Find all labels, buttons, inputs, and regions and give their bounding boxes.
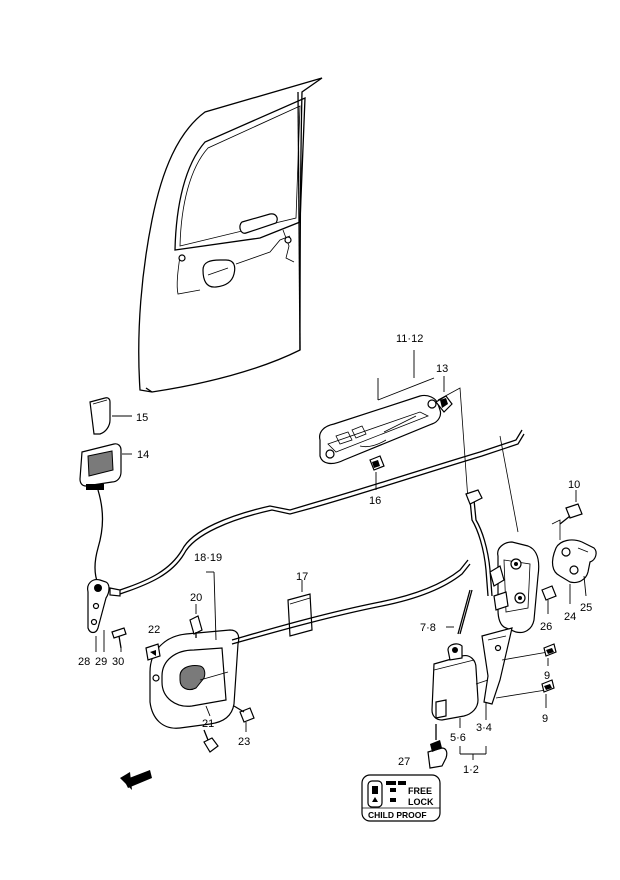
child-label-lock: LOCK	[408, 797, 434, 807]
part-label-26: 26	[540, 621, 552, 633]
part-13-clip	[435, 376, 453, 413]
part-label-25: 25	[580, 602, 592, 614]
child-label-free: FREE	[408, 786, 432, 796]
part-label-11-12: 11·12	[396, 333, 423, 345]
part-label-18-19: 18·19	[194, 552, 222, 564]
part-5-6-actuator	[431, 643, 489, 728]
part-1-2-bracket	[459, 746, 487, 760]
part-28-30-bell-crank	[87, 579, 127, 652]
part-10-bolt	[551, 490, 583, 540]
part-label-7-8: 7·8	[420, 622, 436, 634]
front-direction-arrow	[120, 770, 152, 790]
part-label-14: 14	[137, 449, 149, 461]
door-latch-assembly	[465, 489, 549, 720]
part-label-21: 21	[202, 718, 214, 730]
part-label-16: 16	[369, 495, 381, 507]
door-panel	[138, 77, 323, 393]
part-21-screw	[203, 705, 219, 753]
part-label-10: 10	[568, 479, 580, 491]
child-proof-label	[361, 774, 441, 822]
part-20-screw	[189, 604, 203, 638]
part-22-clip	[145, 643, 161, 661]
part-26-screw	[541, 585, 557, 614]
part-11-12-outer-handle	[319, 350, 442, 465]
part-number-labels: 11·12 13 15 14 16 10 18·19 17 20 22 7·8 …	[78, 333, 592, 820]
upper-link-rod	[119, 429, 525, 595]
part-label-9-upper: 9	[544, 670, 550, 682]
part-24-25-striker	[551, 539, 597, 604]
part-label-9-lower: 9	[542, 713, 548, 725]
part-label-17: 17	[296, 571, 308, 583]
part-label-3-4: 3·4	[476, 722, 492, 734]
part-label-30: 30	[112, 656, 124, 668]
child-label-footer: CHILD PROOF	[368, 810, 427, 820]
part-label-20: 20	[190, 592, 202, 604]
part-label-15: 15	[136, 412, 148, 424]
part-label-28: 28	[78, 656, 90, 668]
part-14-handle-bezel	[79, 443, 132, 490]
part-9-bolts	[541, 643, 557, 708]
part-23-screw	[233, 705, 255, 732]
part-label-22: 22	[148, 624, 160, 636]
part-label-1-2: 1·2	[463, 764, 479, 776]
part-15-handle-cap	[89, 397, 132, 435]
inner-handle-cable	[231, 559, 471, 645]
outer-handle-link-lines	[437, 387, 519, 533]
part-label-5-6: 5·6	[450, 732, 466, 744]
part-label-24: 24	[564, 611, 576, 623]
part-27-key	[427, 724, 448, 769]
part-16-clip	[369, 455, 385, 490]
part-label-23: 23	[238, 736, 250, 748]
inner-handle-rod	[94, 489, 104, 585]
part-label-13: 13	[436, 363, 448, 375]
part-18-19-inner-handle	[149, 571, 240, 729]
part-7-8-rod	[446, 589, 473, 635]
part-label-27: 27	[398, 756, 410, 768]
part-label-29: 29	[95, 656, 107, 668]
